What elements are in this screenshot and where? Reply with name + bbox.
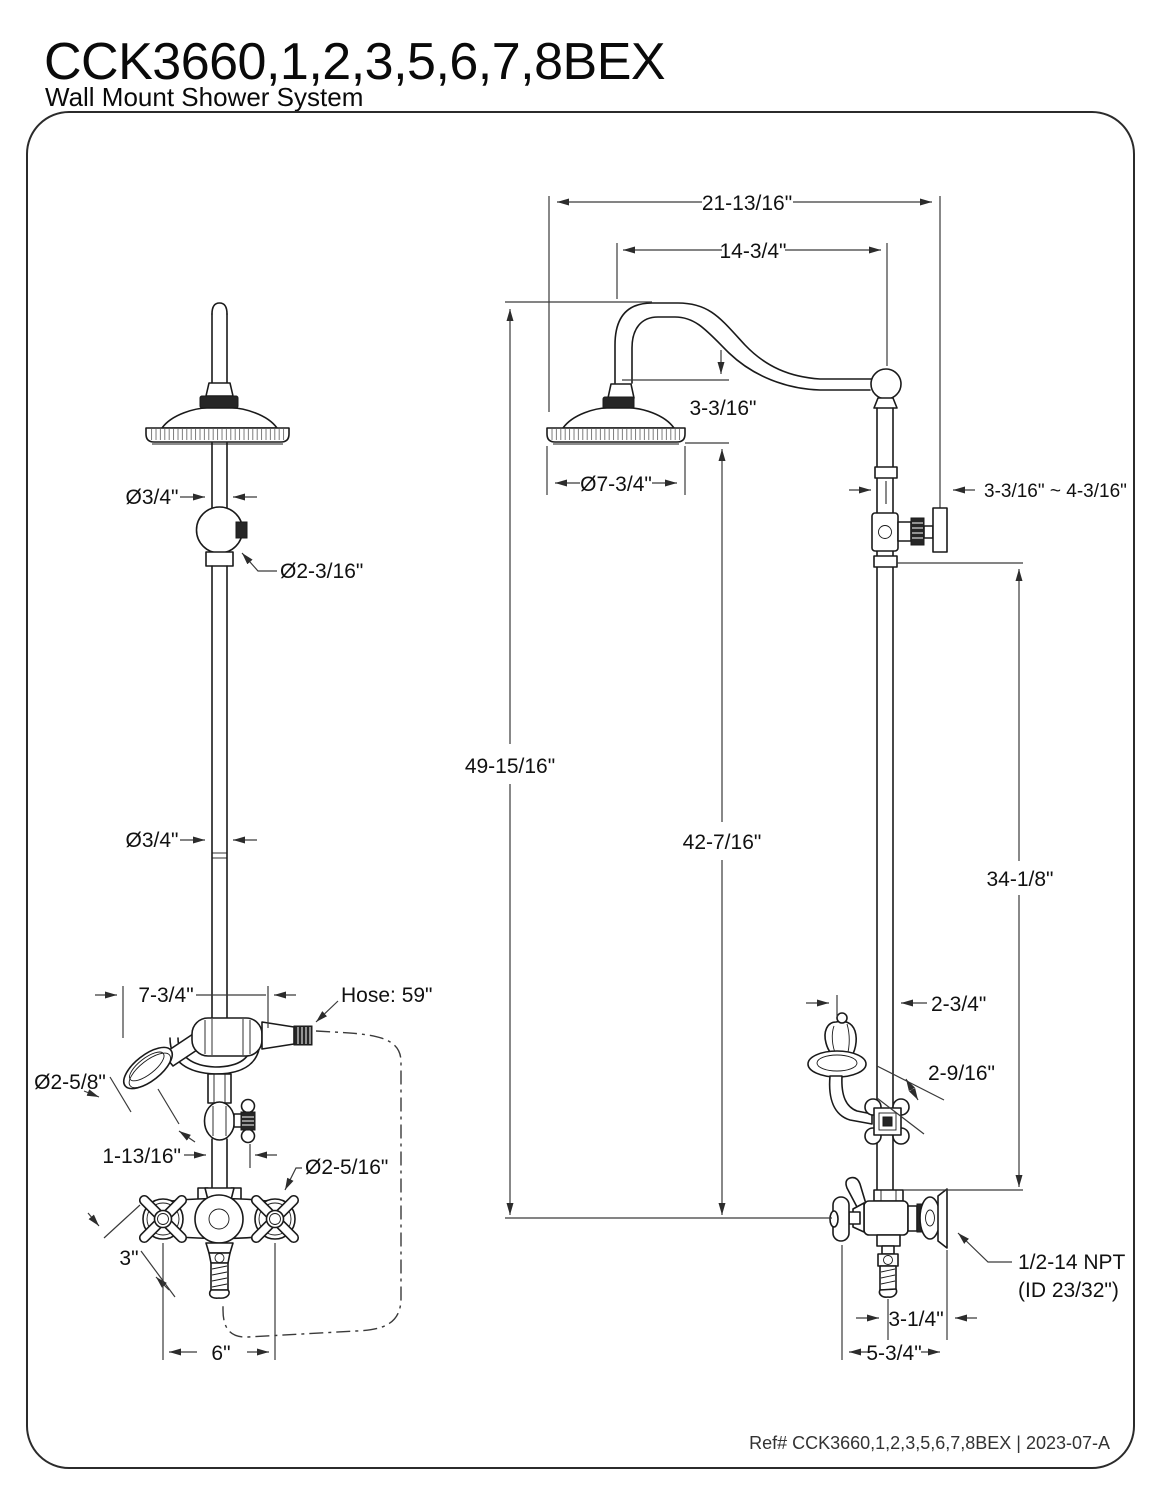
side-spout-shoulder (876, 1234, 901, 1247)
dim-cradle-width: 7-3/4" (138, 984, 193, 1007)
side-head-bell (562, 407, 675, 429)
bracket-knob (910, 517, 925, 546)
showerhead-collar (199, 395, 239, 409)
spout-shoulder (205, 1242, 234, 1254)
hose-path (222, 1030, 402, 1338)
riser-coupling-lower (873, 555, 898, 568)
shower-arm-outer (614, 302, 874, 384)
footer-ref: Ref# CCK3660,1,2,3,5,6,7,8BEX | 2023-07-… (749, 1433, 1110, 1453)
bracket-flange (932, 507, 948, 553)
pipe-coupling (205, 551, 234, 567)
outlet-flange (937, 1188, 948, 1249)
arm-ball (870, 368, 902, 400)
showerhead-nut (205, 382, 234, 397)
outlet-escutcheon (919, 1196, 941, 1240)
bracket-neck (923, 525, 934, 539)
riser-coupling-upper (874, 466, 898, 479)
page-title: CCK3660,1,2,3,5,6,7,8BEX (44, 33, 665, 91)
arm-ball-cone (873, 397, 898, 409)
dim-head-to-outlet: 42-7/16" (683, 831, 762, 854)
side-spout-neck (881, 1245, 895, 1255)
side-handshower-knob (836, 1012, 848, 1024)
dim-handshower-od: Ø2-5/8" (34, 1071, 106, 1094)
dim-arm-drop: 3-3/16" (690, 397, 757, 420)
spout-nut (208, 1252, 231, 1264)
dim-npt-line1: 1/2-14 NPT (1018, 1251, 1126, 1274)
holder-arm (828, 1075, 873, 1125)
front-view-dimensions: Ø3/4" Ø2-3/16" Ø3/4" 7-3/4" Hose: 59" Ø2… (34, 486, 432, 1365)
side-view-drawing (546, 196, 948, 1298)
handle-cold (250, 1194, 300, 1244)
diverter-knob-top (240, 1098, 256, 1114)
valve-inlet-nut (873, 1189, 904, 1202)
faucet-hub (194, 1194, 244, 1244)
valve-body (863, 1200, 909, 1236)
diverter-knob-bottom (240, 1128, 256, 1144)
dim-npt-line2: (ID 23/32") (1018, 1279, 1119, 1302)
hose-nut (293, 1025, 313, 1046)
bracket-clamp (871, 512, 899, 552)
valve-lever (845, 1176, 867, 1208)
dim-holder-valve: 2-9/16" (928, 1062, 995, 1085)
dim-bracket-to-outlet: 34-1/8" (987, 868, 1054, 891)
side-head-nut (607, 383, 635, 399)
spout-tip (208, 1289, 230, 1299)
dim-ball-joint-od: Ø2-3/16" (280, 560, 363, 583)
drop-tube (207, 1073, 232, 1104)
bracket-stem (897, 521, 912, 542)
valve-handle-stem (848, 1211, 861, 1225)
hose-connector (261, 1021, 295, 1050)
dim-pipe-od-upper: Ø3/4" (126, 486, 179, 509)
dim-spout-to-wall: 3-1/4" (888, 1308, 943, 1331)
handle-hot (138, 1194, 188, 1244)
dim-head-od: Ø7-3/4" (580, 473, 652, 496)
dim-reach-overall: 21-13/16" (702, 192, 792, 215)
dim-escutcheon-od: Ø2-5/16" (305, 1156, 388, 1179)
holder-valve-handle (864, 1098, 910, 1145)
dim-handle-od: 3" (119, 1247, 138, 1270)
side-view-dimensions: 21-13/16" 14-3/4" 3-3/16" Ø7-3/4" 3-3/16… (465, 192, 1127, 1365)
showerhead-face-hatch (150, 429, 285, 440)
dim-valve-width: 5-3/4" (866, 1342, 921, 1365)
pipe-cap (211, 302, 228, 315)
dim-handle-centers: 6" (211, 1342, 230, 1365)
dim-bracket-adjust: 3-3/16" ~ 4-3/16" (984, 481, 1127, 502)
valve-outlet-nut (907, 1205, 918, 1232)
dim-holder-offset: 2-3/4" (931, 993, 986, 1016)
showerhead-bell (161, 407, 278, 429)
dim-pipe-od-lower: Ø3/4" (126, 829, 179, 852)
handshower-head (122, 1046, 174, 1090)
side-spout-nut (877, 1253, 899, 1267)
cradle-barrel (191, 1017, 263, 1057)
dim-overall-height: 49-15/16" (465, 755, 555, 778)
page-subtitle: Wall Mount Shower System (45, 82, 363, 112)
side-head-face-hatch (551, 429, 681, 440)
dim-diverter-offset: 1-13/16" (102, 1145, 181, 1168)
front-view-drawing (122, 302, 402, 1338)
dim-arm-reach: 14-3/4" (720, 240, 787, 263)
ball-joint-knob (235, 521, 248, 539)
side-spout-tip (878, 1288, 898, 1298)
dim-hose-length: Hose: 59" (341, 984, 433, 1007)
sheet-border (26, 111, 1135, 1469)
diverter-body (203, 1101, 236, 1141)
